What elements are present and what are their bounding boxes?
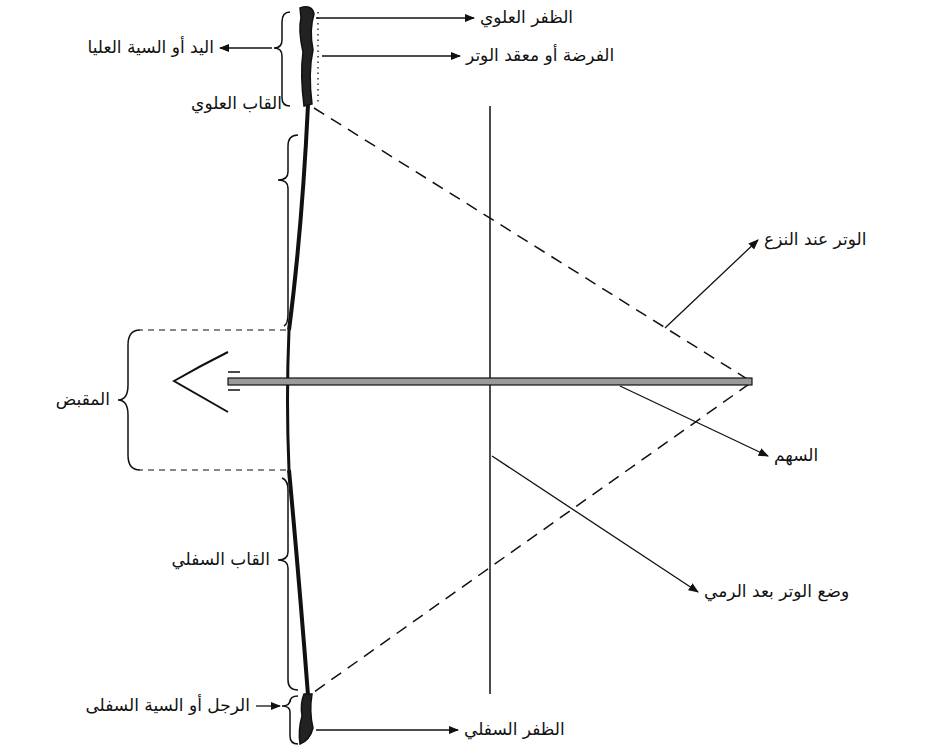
grip xyxy=(288,330,290,470)
part-label: السهم xyxy=(772,445,820,466)
upper-limb-brace xyxy=(278,135,298,326)
leader-line xyxy=(220,47,272,48)
lower-limb xyxy=(289,470,308,695)
part-label: الظفر العلوي xyxy=(478,7,575,28)
leader-line xyxy=(665,240,758,328)
leader-line xyxy=(492,456,698,592)
grip-brace xyxy=(118,330,140,470)
part-label: اليد أو السية العليا xyxy=(86,37,216,58)
part-label: الرجل أو السية السفلى xyxy=(83,695,252,716)
upper-limb xyxy=(289,105,308,330)
leader-line xyxy=(322,55,460,56)
part-label: الوتر عند النزع xyxy=(762,229,868,250)
grip-guide xyxy=(140,330,286,470)
leader-line xyxy=(316,17,474,18)
upper-tip xyxy=(300,7,314,106)
part-label: القاب العلوي xyxy=(189,93,284,114)
arrow-fletching xyxy=(174,352,228,412)
part-label: الظفر السفلي xyxy=(462,719,567,740)
lower-tip-brace xyxy=(282,696,298,744)
leader-line xyxy=(316,729,458,730)
part-label: وضع الوتر بعد الرمي xyxy=(702,581,851,602)
lower-tip xyxy=(299,694,313,744)
lower-limb-brace xyxy=(278,478,298,690)
string-rest xyxy=(489,106,491,694)
leader-line xyxy=(620,386,768,456)
part-label: المقبض xyxy=(54,389,112,410)
upper-tip-brace xyxy=(274,12,290,106)
string-drawn xyxy=(314,108,752,692)
arrow-shaft xyxy=(228,378,752,385)
arrow-nock xyxy=(228,372,240,390)
string-notch xyxy=(317,12,319,102)
part-label: القاب السفلي xyxy=(169,549,272,570)
part-label: الفرضة أو معقد الوتر xyxy=(464,45,616,66)
leader-line xyxy=(256,705,280,706)
